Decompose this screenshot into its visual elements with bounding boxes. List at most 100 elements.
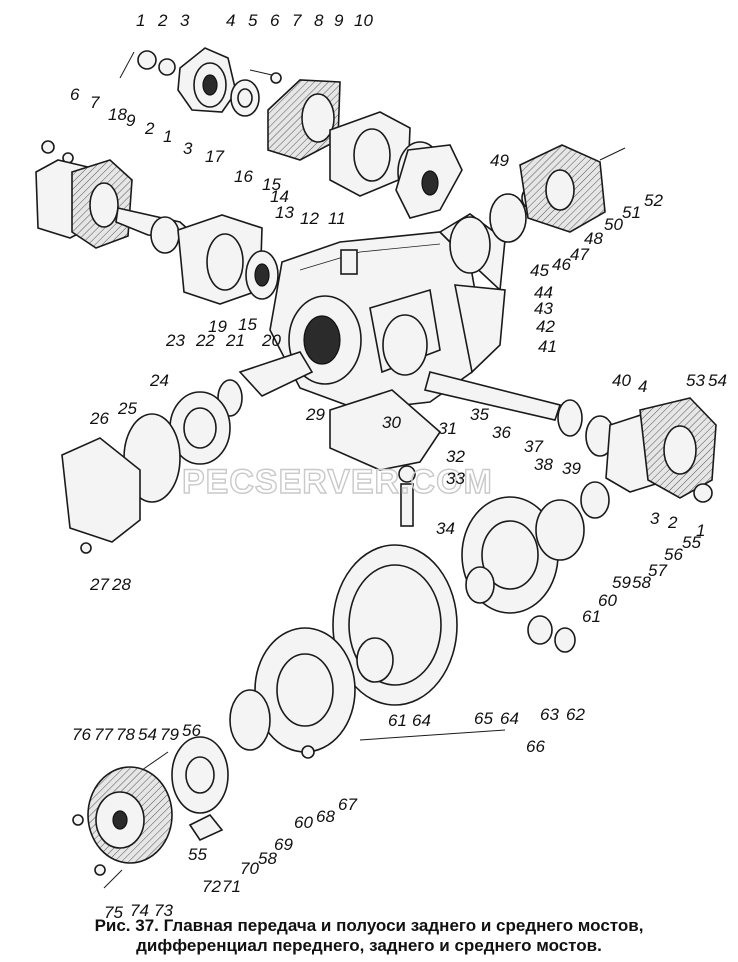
part-number-label: 9 <box>126 111 136 130</box>
part-number-label: 4 <box>638 377 647 396</box>
part-number-label: 62 <box>566 705 585 724</box>
part-number-label: 58 <box>632 573 651 592</box>
part-number-label: 70 <box>240 859 259 878</box>
part-number-label: 25 <box>117 399 137 418</box>
output-shaft <box>424 371 717 503</box>
part-number-label: 45 <box>530 261 549 280</box>
part-number-label: 57 <box>648 561 667 580</box>
top-input-assembly <box>119 47 463 219</box>
part-number-label: 36 <box>492 423 511 442</box>
part-number-label: 8 <box>314 11 324 30</box>
part-number-label: 7 <box>292 11 302 30</box>
part-number-label: 56 <box>664 545 683 564</box>
part-number-label: 54 <box>708 371 727 390</box>
part-number-label: 17 <box>205 147 224 166</box>
part-number-label: 60 <box>598 591 617 610</box>
lower-flange-assembly <box>72 736 229 889</box>
part-number-label: 21 <box>225 331 245 350</box>
part-number-label: 46 <box>552 255 571 274</box>
part-number-label: 54 <box>138 725 157 744</box>
part-number-label: 41 <box>538 337 557 356</box>
part-number-label: 2 <box>144 119 155 138</box>
part-number-label: 29 <box>305 405 325 424</box>
part-number-label: 73 <box>154 901 173 920</box>
part-number-label: 49 <box>490 151 509 170</box>
part-number-label: 47 <box>570 245 589 264</box>
part-number-label: 55 <box>188 845 207 864</box>
part-number-label: 61 <box>388 711 407 730</box>
part-number-label: 66 <box>526 737 545 756</box>
part-number-label: 4 <box>226 11 235 30</box>
part-number-label: 10 <box>354 11 373 30</box>
part-number-label: 26 <box>89 409 109 428</box>
part-number-label: 12 <box>300 209 319 228</box>
part-number-label: 2 <box>667 513 678 532</box>
part-number-label: 76 <box>72 725 91 744</box>
part-number-label: 64 <box>412 711 431 730</box>
part-number-label: 78 <box>116 725 135 744</box>
part-number-label: 39 <box>562 459 581 478</box>
part-number-label: 58 <box>258 849 277 868</box>
part-number-label: 65 <box>474 709 493 728</box>
caption-line-1: Рис. 37. Главная передача и полуоси задн… <box>94 916 644 935</box>
part-number-label: 69 <box>274 835 293 854</box>
part-number-label: 35 <box>470 405 489 424</box>
part-number-label: 3 <box>183 139 193 158</box>
part-number-label: 3 <box>180 11 190 30</box>
part-number-label: 48 <box>584 229 603 248</box>
right-flange-assembly <box>489 144 626 243</box>
part-number-label: 32 <box>446 447 465 466</box>
part-number-label: 37 <box>524 437 543 456</box>
part-number-label: 55 <box>682 533 701 552</box>
part-number-label: 44 <box>534 283 553 302</box>
part-number-label: 33 <box>446 469 465 488</box>
part-number-label: 20 <box>261 331 281 350</box>
part-number-label: 15 <box>238 315 257 334</box>
caption-line-2: дифференциал переднего, заднего и средне… <box>136 936 602 955</box>
part-number-label: 42 <box>536 317 555 336</box>
part-number-label: 38 <box>534 455 553 474</box>
part-number-label: 14 <box>270 187 289 206</box>
part-number-label: 24 <box>149 371 169 390</box>
part-number-label: 63 <box>540 705 559 724</box>
part-number-label: 79 <box>160 725 179 744</box>
part-number-label: 27 <box>89 575 109 594</box>
part-number-label: 6 <box>270 11 280 30</box>
part-number-label: 52 <box>644 191 663 210</box>
part-number-label: 13 <box>275 203 294 222</box>
part-number-label: 51 <box>622 203 641 222</box>
part-number-label: 7 <box>90 93 100 112</box>
pinion-and-cover <box>61 351 442 554</box>
left-shaft-assembly <box>35 140 279 305</box>
figure-caption: Рис. 37. Главная передача и полуоси задн… <box>0 916 738 956</box>
part-number-label: 60 <box>294 813 313 832</box>
part-number-label: 71 <box>222 877 241 896</box>
part-number-label: 23 <box>165 331 185 350</box>
part-number-label: 68 <box>316 807 335 826</box>
part-number-label: 59 <box>612 573 631 592</box>
part-number-label: 43 <box>534 299 553 318</box>
part-number-label: 15 <box>262 175 281 194</box>
part-number-label: 74 <box>130 901 149 920</box>
part-number-label: 22 <box>195 331 215 350</box>
differential-assembly <box>229 481 610 759</box>
part-number-label: 3 <box>650 509 660 528</box>
part-number-label: 64 <box>500 709 519 728</box>
part-number-label: 1 <box>696 521 705 540</box>
part-number-label: 16 <box>234 167 253 186</box>
main-gear-housing <box>269 213 506 411</box>
watermark: PECSERVER.COM <box>182 463 493 501</box>
part-number-label: 61 <box>582 607 601 626</box>
part-number-label: 56 <box>182 721 201 740</box>
part-number-label: 28 <box>111 575 131 594</box>
part-number-label: 77 <box>94 725 113 744</box>
part-number-label: 34 <box>436 519 455 538</box>
part-number-label: 19 <box>208 317 227 336</box>
part-number-label: 1 <box>136 11 145 30</box>
part-number-label: 18 <box>108 105 127 124</box>
part-number-label: 11 <box>328 209 346 228</box>
part-number-label: 72 <box>202 877 221 896</box>
part-number-label: 9 <box>334 11 344 30</box>
